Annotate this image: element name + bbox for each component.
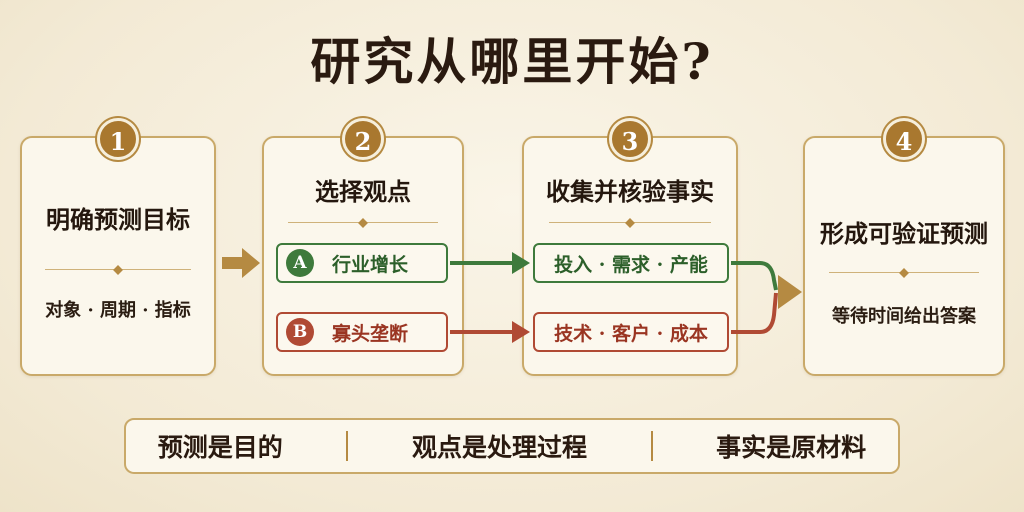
summary-separator: [346, 431, 349, 461]
step-4-subtitle: 等待时间给出答案: [832, 306, 976, 327]
facts-b-label: 技术 · 客户 · 成本: [554, 322, 708, 345]
gold-arrow-1-icon: [222, 248, 260, 278]
divider: [549, 218, 711, 228]
divider: [828, 268, 980, 278]
divider: [45, 265, 191, 275]
red-arrow-icon: [450, 321, 530, 343]
summary-item-process: 观点是处理过程: [411, 433, 587, 462]
step-2-title: 选择观点: [315, 177, 411, 206]
green-arrow-icon: [450, 252, 530, 274]
step-number-4: 4: [883, 118, 925, 160]
option-b-badge: B: [286, 318, 314, 346]
summary-bar: 预测是目的 观点是处理过程 事实是原材料: [124, 418, 900, 474]
option-a-pill: A 行业增长: [276, 243, 448, 283]
step-3-title: 收集并核验事实: [546, 177, 714, 206]
summary-separator: [650, 431, 653, 461]
step-number-2: 2: [342, 118, 384, 160]
step-number-3: 3: [609, 118, 651, 160]
divider: [287, 218, 439, 228]
option-a-badge: A: [286, 249, 314, 277]
step-1-title: 明确预测目标: [46, 205, 190, 234]
facts-a-pill: 投入 · 需求 · 产能: [533, 243, 729, 283]
step-card-1: 明确预测目标 对象 · 周期 · 指标: [20, 136, 216, 376]
option-a-label: 行业增长: [332, 253, 409, 276]
option-b-label: 寡头垄断: [332, 322, 409, 345]
step-1-subtitle: 对象 · 周期 · 指标: [45, 300, 191, 321]
facts-b-pill: 技术 · 客户 · 成本: [533, 312, 729, 352]
facts-a-label: 投入 · 需求 · 产能: [554, 253, 708, 276]
option-b-pill: B 寡头垄断: [276, 312, 448, 352]
page-title: 研究从哪里开始?: [310, 32, 714, 91]
summary-item-goal: 预测是目的: [157, 433, 283, 462]
summary-item-material: 事实是原材料: [716, 433, 867, 462]
step-4-title: 形成可验证预测: [820, 219, 988, 248]
step-number-1: 1: [97, 118, 139, 160]
merge-arrow-icon: [731, 261, 802, 334]
step-card-4: 形成可验证预测 等待时间给出答案: [803, 136, 1005, 376]
